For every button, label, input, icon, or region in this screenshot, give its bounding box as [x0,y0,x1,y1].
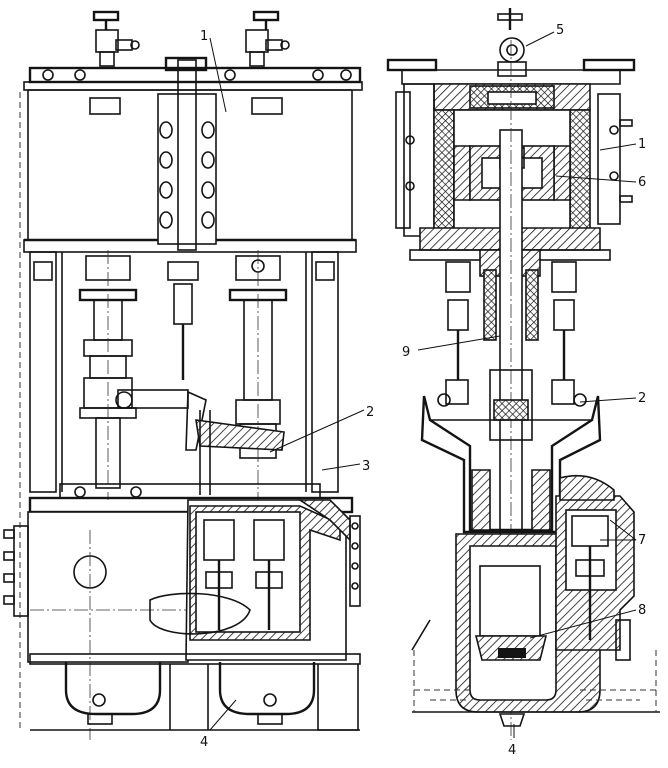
leader-2-right [579,397,637,403]
leader-4-left [209,699,237,731]
part-label-7: 7 [638,533,646,548]
leader-5 [525,31,555,47]
leader-1-left [209,37,227,113]
side-linkages [437,261,587,407]
part-label-6: 6 [638,175,646,190]
crankcase-section [149,499,361,661]
cylinder-head [386,58,636,111]
cylinder-side-ports [395,83,633,237]
linkage-rods [115,261,285,495]
part-label-9: 9 [402,345,410,360]
leader-7a [609,519,637,541]
left-elevation-view: 1 2 3 4 [3,10,374,750]
leader-6 [555,175,637,183]
leader-9 [417,335,501,351]
crosshead-frame [420,395,602,534]
part-label-1-right: 1 [638,137,646,152]
top-cover-plate [23,56,363,91]
foundation-outline [411,619,660,713]
part-label-2-right: 2 [638,391,646,406]
part-label-3-left: 3 [362,459,370,474]
right-section-view: 5 1 6 9 2 7 8 4 [386,8,660,758]
central-strap [89,59,283,251]
part-label-4-right: 4 [508,743,516,758]
top-valve-left [92,10,140,67]
right-piston-rod [228,250,288,500]
top-valve-right [245,10,290,67]
part-label-4-left: 4 [200,735,208,750]
part-label-5: 5 [556,23,564,38]
leader-1-right [599,143,637,151]
tie-columns [29,251,339,493]
leader-8 [529,609,637,639]
leader-2-left [269,409,365,453]
top-valve-5 [497,8,527,77]
part-label-1-left: 1 [200,29,208,44]
left-piston-rod [78,250,138,500]
leader-3-left [321,463,361,471]
part-label-2-left: 2 [366,405,374,420]
part-label-8: 8 [638,603,646,618]
valve-chamber-7 [555,474,635,661]
bottom-tanks [29,653,361,731]
